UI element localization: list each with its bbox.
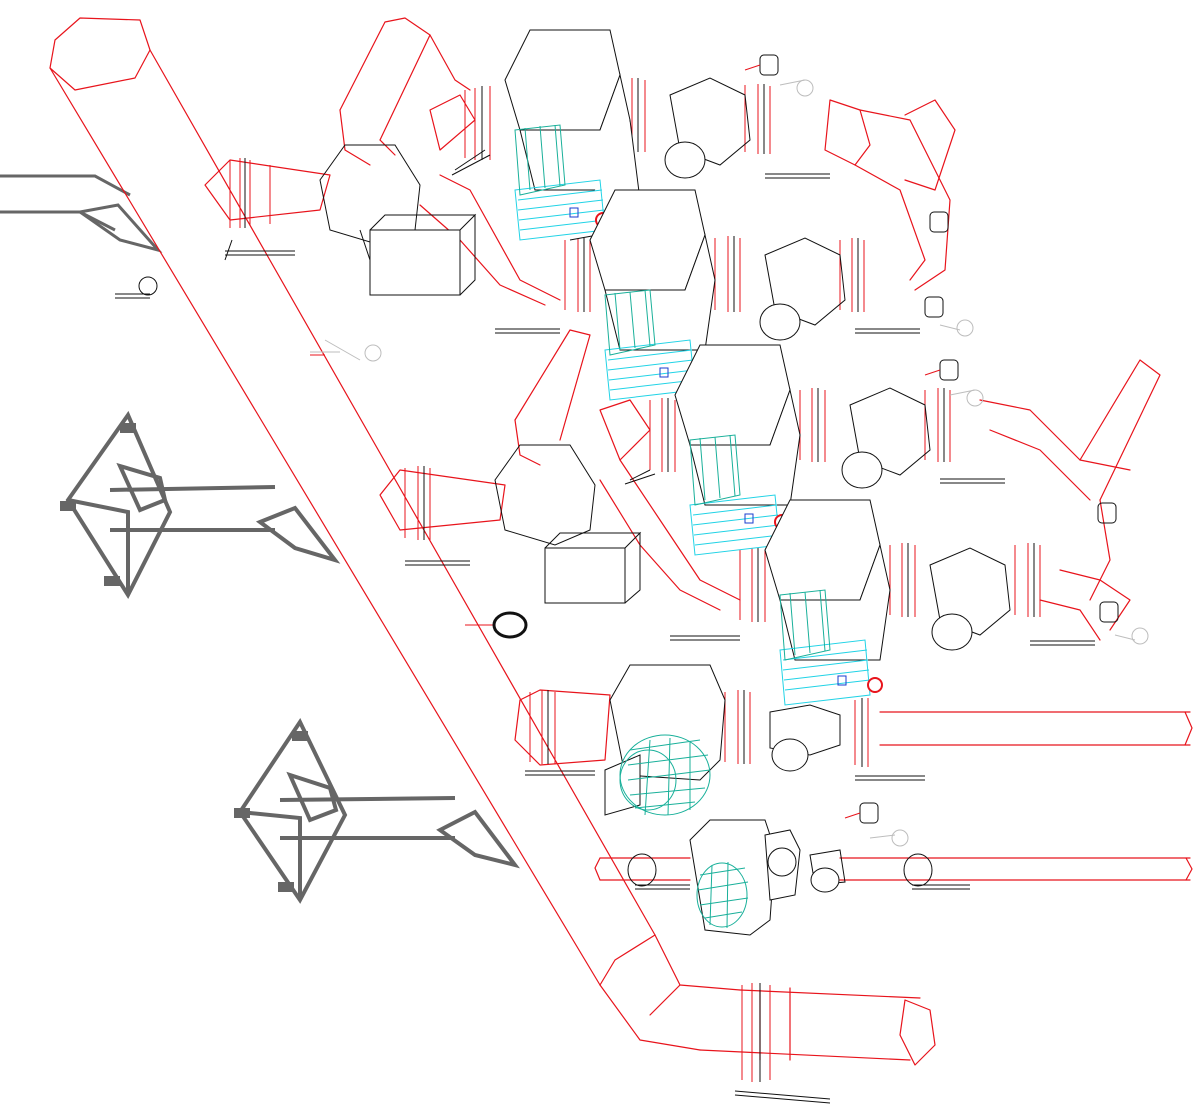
ghost-valve-icon [310,339,382,362]
ball-valve-handle-16 [734,1090,831,1104]
air-vent-icon [924,296,944,318]
ball-valve-handle-10 [670,635,740,641]
air-vent-icon [844,802,879,824]
gate-valve-2 [494,444,642,604]
flange-12 [739,548,766,622]
flange-13 [889,543,916,617]
check-valve-4 [929,547,1011,651]
flange-16 [724,690,751,764]
pump-terminal-4 [837,675,847,686]
ghost-valve-icon [1114,627,1149,645]
air-vent-icon [929,211,949,233]
air-vent-icon [924,359,959,381]
red-piping [49,17,1193,1066]
ball-valve-handle-9 [940,478,1005,484]
ball-valve-handle-12 [525,770,595,776]
pressure-gauge-icon [465,611,528,639]
flange-10 [799,388,826,462]
ball-valve-14 [627,853,690,890]
flange-9 [649,398,676,472]
check-valve-1 [664,77,751,179]
air-vent-icon [1099,601,1119,623]
pump-motor-6 [696,861,749,929]
stub-pipe-top-left [0,174,163,253]
pump-units [504,29,891,936]
ball-valve-handle-4 [765,173,830,179]
pump-unit-2 [589,189,716,401]
right-riser-lower [979,359,1161,641]
flange-6 [714,236,741,312]
pipe-support-bracket-1 [60,410,341,600]
gate-valve-1 [319,144,477,296]
check-valve-5 [769,704,841,772]
discharge-pipe-upper [514,689,1193,766]
ghost-valve-icon [869,829,909,847]
pump-unit-5 [604,664,726,816]
pump-terminal-3 [744,513,754,524]
flange-2 [464,86,491,160]
ghost-valve-icon [939,319,974,337]
flange-7 [839,238,865,312]
ball-valve-handle-3 [451,149,491,176]
ball-valve-handle-6 [855,328,920,334]
ball-valves [115,149,1095,1104]
ball-valve-handle-13 [855,775,925,781]
ball-valve-handle-7 [624,469,656,485]
ghost-valve-icon [949,389,984,407]
flange-15 [529,690,556,764]
check-valve-6 [809,849,846,893]
ball-valve-handle-11 [1030,640,1095,646]
pipe-supports [0,174,521,904]
ball-valve-handle-1 [224,239,295,261]
pump-indicator-4 [867,677,883,693]
ball-valve-handle-8 [405,560,470,566]
pump-motor-4 [779,639,871,706]
bottom-outlet-pipe [699,987,936,1066]
pipe-support-bracket-2 [234,717,521,904]
ball-valve-handle-2 [115,276,158,299]
ball-valve-15 [903,853,970,890]
flange-5 [564,238,591,312]
ball-valve-handle-5 [495,328,560,334]
pump-unit-4 [764,499,891,706]
main-header-pipe [49,17,741,1051]
right-riser-upper [824,99,956,291]
air-vent-icon [1097,502,1117,524]
flange-11 [924,388,951,462]
pump-motor-5 [619,734,711,816]
check-valve-2 [759,237,846,341]
discharge-pipe-lower [594,857,1193,881]
flange-17 [854,698,869,767]
check-valve-3 [841,387,931,489]
branch-pipe-middle-left [379,469,506,531]
flange-8 [404,466,431,540]
valves [319,77,1011,893]
pump-terminal-2 [659,367,669,378]
pump-unit-6 [689,819,801,936]
air-vent-icon [744,54,779,76]
ghost-valve-icon [779,79,814,97]
pump-terminal-1 [569,207,579,218]
air-vents [310,54,1149,847]
flange-18 [741,983,771,1082]
flange-14 [1014,543,1041,617]
flanges [229,78,1041,1082]
flange-4 [744,84,771,154]
pump-unit-3 [674,344,801,556]
flange-1 [229,158,271,228]
upper-bypass-loop [339,17,471,166]
